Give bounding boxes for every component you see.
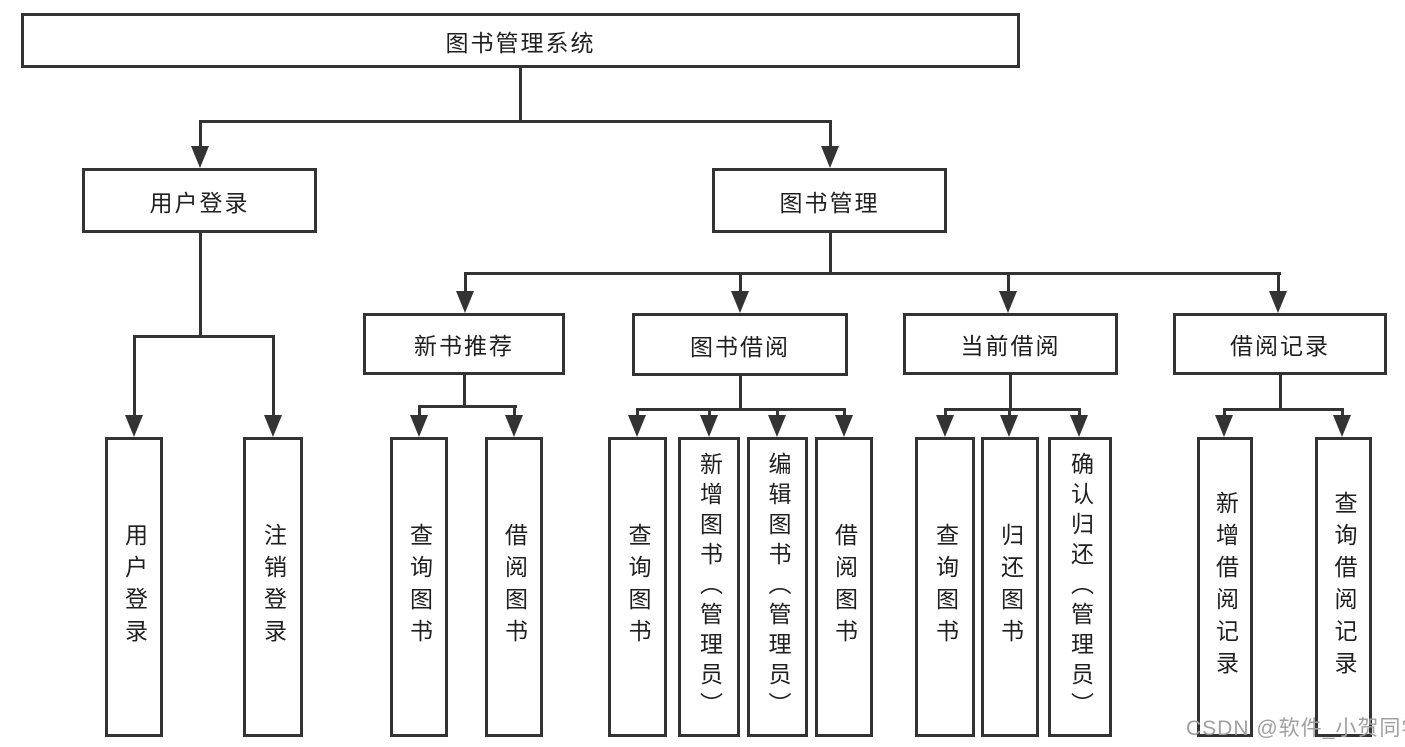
arrow-down-icon [1070, 415, 1088, 437]
arrow-down-icon [1215, 415, 1233, 437]
connector-drop-current-borrow [1007, 272, 1010, 294]
arrow-down-icon [505, 415, 523, 437]
connector-root-rail [199, 120, 832, 123]
connector-book-borrow-rail [636, 408, 845, 411]
arrow-down-icon [821, 146, 839, 168]
connector-new-rec-rail [418, 405, 517, 408]
connector-user-login-stub [199, 233, 202, 338]
node-label: 图书管理系统 [445, 29, 596, 56]
node-label: 新增图书（管理员） [696, 452, 723, 722]
node-label: 查询图书 [625, 523, 651, 651]
connector-drop-leaf [133, 335, 136, 417]
node-book-management: 图书管理 [712, 168, 947, 233]
arrow-down-icon [410, 415, 428, 437]
arrow-down-icon [456, 291, 474, 313]
leaf-return-books: 归还图书 [981, 437, 1039, 737]
connector-drop-leaf [513, 405, 516, 417]
arrow-down-icon [768, 415, 786, 437]
connector-drop-book-mgmt [829, 120, 832, 148]
arrow-down-icon [835, 415, 853, 437]
node-label: 归还图书 [997, 523, 1024, 651]
connector-current-borrow-stub [1009, 375, 1012, 409]
leaf-logout: 注销登录 [243, 437, 303, 737]
node-label: 图书借阅 [690, 333, 790, 360]
leaf-query-borrow-record: 查询借阅记录 [1315, 437, 1372, 737]
connector-drop-leaf [708, 408, 711, 417]
connector-book-mgmt-rail [464, 272, 1281, 275]
connector-drop-book-borrow [739, 272, 742, 294]
leaf-confirm-return-admin: 确认归还（管理员） [1048, 437, 1112, 737]
node-label: 编辑图书（管理员） [765, 452, 791, 722]
connector-drop-leaf [776, 408, 779, 417]
connector-drop-leaf [636, 408, 639, 417]
connector-current-borrow-rail [944, 408, 1081, 411]
node-label: 查询借阅记录 [1331, 491, 1357, 683]
node-new-book-recommend: 新书推荐 [363, 313, 565, 375]
node-label: 查询图书 [406, 523, 433, 651]
connector-drop-leaf [1223, 408, 1226, 417]
leaf-query-books: 查询图书 [608, 437, 667, 737]
connector-new-rec-stub [463, 375, 466, 408]
leaf-borrow-books: 借阅图书 [485, 437, 543, 737]
connector-drop-user-login [199, 120, 202, 148]
connector-book-mgmt-stub [829, 233, 832, 275]
node-root-library-management-system: 图书管理系统 [21, 13, 1020, 68]
connector-drop-leaf [418, 405, 421, 417]
leaf-borrow-books: 借阅图书 [815, 437, 873, 737]
leaf-edit-books-admin: 编辑图书（管理员） [747, 437, 808, 737]
node-borrowing-records: 借阅记录 [1173, 313, 1387, 375]
arrow-down-icon [1000, 415, 1018, 437]
connector-drop-new-rec [464, 272, 467, 294]
connector-book-borrow-stub [739, 376, 742, 410]
connector-drop-leaf [1341, 408, 1344, 417]
node-label: 借阅图书 [501, 523, 528, 651]
arrow-down-icon [264, 415, 282, 437]
arrow-down-icon [125, 415, 143, 437]
node-label: 查询图书 [932, 523, 959, 651]
connector-drop-borrow-records [1277, 272, 1280, 294]
arrow-down-icon [628, 415, 646, 437]
node-label: 图书管理 [779, 189, 880, 216]
connector-drop-leaf [843, 408, 846, 417]
arrow-down-icon [1269, 291, 1287, 313]
leaf-user-login: 用户登录 [105, 437, 163, 737]
node-label: 用户登录 [121, 523, 148, 651]
node-label: 新书推荐 [414, 333, 514, 359]
connector-borrow-records-rail [1223, 408, 1344, 411]
leaf-add-borrow-record: 新增借阅记录 [1197, 437, 1253, 737]
connector-root-stub [519, 68, 522, 122]
node-label: 借阅图书 [831, 523, 858, 651]
node-label: 当前借阅 [960, 333, 1061, 359]
arrow-down-icon [700, 415, 718, 437]
node-label: 新增借阅记录 [1212, 491, 1239, 683]
arrow-down-icon [1333, 415, 1351, 437]
connector-drop-leaf [1078, 408, 1081, 417]
node-label: 借阅记录 [1230, 333, 1330, 359]
node-label: 注销登录 [260, 523, 287, 651]
node-label: 确认归还（管理员） [1067, 452, 1094, 722]
leaf-query-books: 查询图书 [915, 437, 975, 737]
arrow-down-icon [999, 291, 1017, 313]
arrow-down-icon [936, 415, 954, 437]
node-book-borrowing: 图书借阅 [632, 313, 848, 376]
leaf-add-books-admin: 新增图书（管理员） [678, 437, 740, 737]
arrow-down-icon [731, 291, 749, 313]
connector-drop-leaf [944, 408, 947, 417]
node-current-borrowing: 当前借阅 [903, 313, 1118, 375]
csdn-watermark: CSDN @软件_小贺同学 [1186, 717, 1405, 740]
connector-drop-leaf [1008, 408, 1011, 417]
arrow-down-icon [191, 146, 209, 168]
connector-user-login-rail [133, 335, 275, 338]
node-user-login: 用户登录 [82, 168, 317, 233]
leaf-query-books: 查询图书 [390, 437, 448, 737]
node-label: 用户登录 [149, 189, 250, 216]
connector-drop-leaf [272, 335, 275, 417]
connector-borrow-records-stub [1279, 375, 1282, 409]
